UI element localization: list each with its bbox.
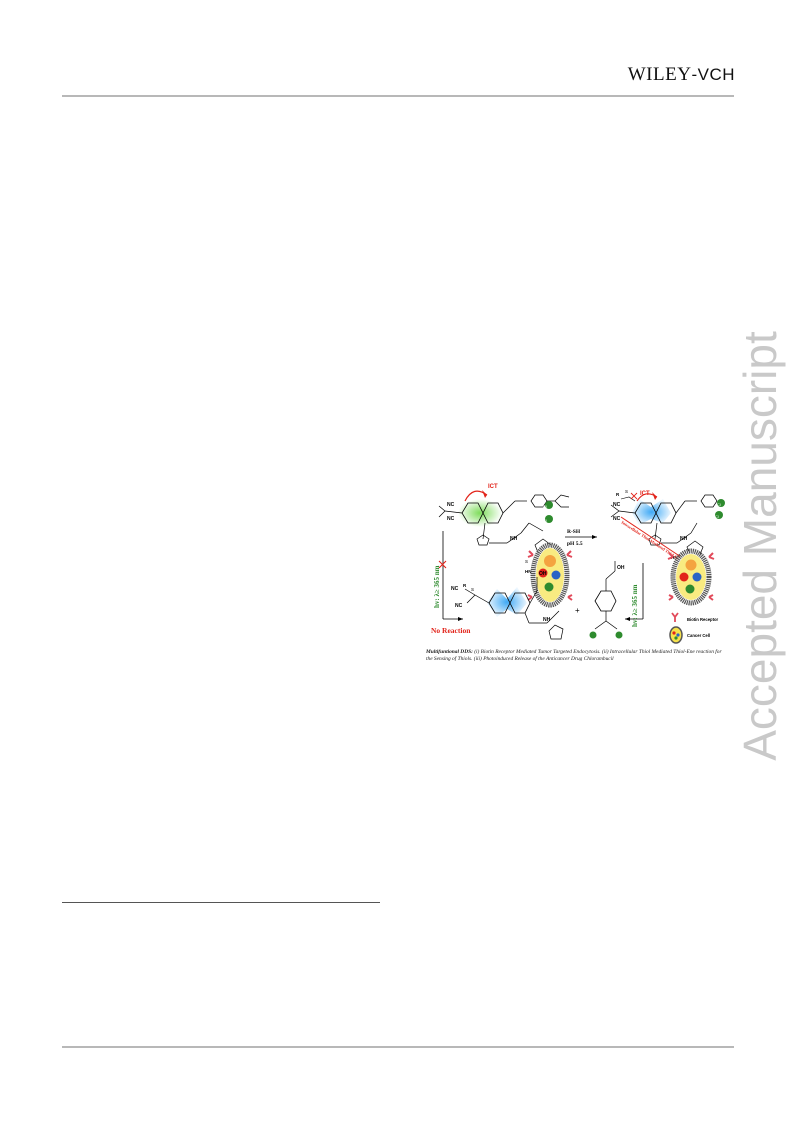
nc-label: NC [613,516,621,522]
oh-label: OH [539,571,547,577]
plus-sign: + [575,606,580,615]
footnote-rule [62,902,380,903]
hv-label: hv: λ≥ 365 nm [433,565,441,608]
r-label: R [616,492,620,497]
figure-legend: Biotin Receptor Cancer Cell [669,612,719,644]
header-rule [62,95,734,97]
legend-biotin-receptor: Biotin Receptor [687,617,719,622]
oh-label: OH [617,565,625,571]
accepted-manuscript-watermark: Accepted Manuscript [734,331,786,761]
caption-lead: Multifuntional DDS: [426,649,473,655]
ph-label: pH 5.5 [567,541,583,547]
no-reaction-label: No Reaction [431,626,471,635]
nh-label: NH [543,617,551,623]
photoirradiation-arrow-left: hv: λ≥ 365 nm No Reaction [431,531,471,635]
figure-caption: Multifuntional DDS: (i) Biotin Receptor … [426,649,726,663]
thiol-adduct-molecule-right: R S NC NC ICT NH S HN Cl Cl [610,489,725,562]
publisher-logo: WILEY-VCH [627,64,735,85]
ict-label: ICT [488,484,498,490]
nc-label: NC [447,502,455,508]
s-label: S [525,559,528,564]
nc-label: NC [613,502,621,508]
photoirradiation-arrow-right: hv: λ≥ 365 nm [625,563,644,627]
hn-label: HN [525,569,532,574]
chlorambucil-molecule: OH [589,561,625,639]
legend-cancer-cell: Cancer Cell [687,633,710,638]
nc-label: NC [455,603,463,609]
cl-label: Cl [543,518,547,523]
r-label: R [463,583,467,588]
nh-label: NH [510,536,518,542]
s-label: S [625,489,628,494]
footer-rule [62,1046,734,1048]
nc-label: NC [451,586,459,592]
reagent-label: R-SH [567,529,581,535]
cancer-cell-right [667,548,715,606]
caption-text: (i) Biotin Receptor Mediated Tumor Targe… [426,649,722,662]
ict-label: ICT [640,491,650,497]
hn-label: HN [671,555,678,560]
hv-label: hv: λ≥ 365 nm [631,584,639,627]
reaction-arrow-top: R-SH pH 5.5 [565,529,597,547]
nc-label: NC [447,516,455,522]
cl-label: Cl [543,504,547,509]
cancer-cell-left [527,542,573,608]
graphical-abstract-figure: NC NC ICT NH S HN Cl Cl R-SH p [425,473,727,665]
nh-label: NH [680,536,688,542]
photoproduct-molecule: R S NC NC OH NH [451,571,564,640]
cl-label: Cl [715,514,719,519]
cl-label: Cl [717,502,721,507]
s-label: S [471,587,474,592]
